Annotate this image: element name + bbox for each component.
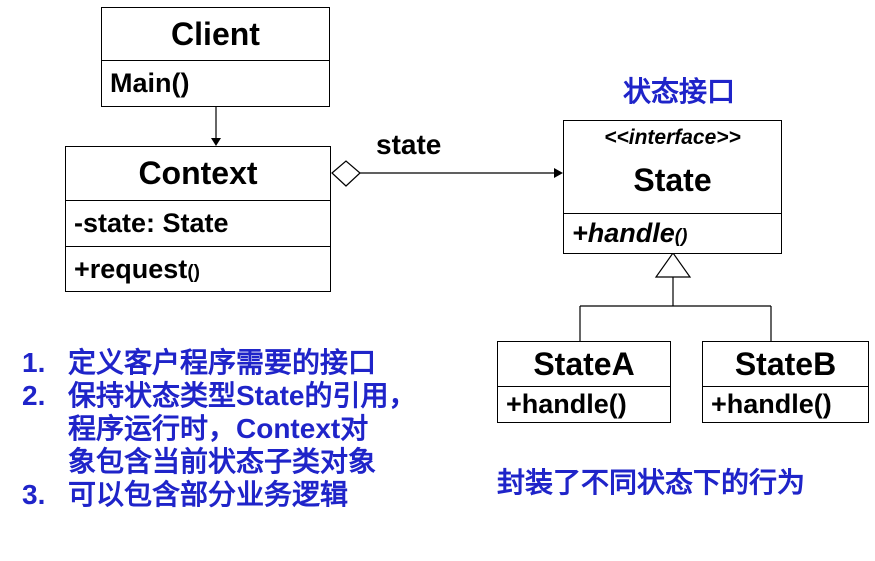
state-handle-name: +handle [572,218,675,248]
state-interface-name: State [633,162,712,198]
context-method: +request() [66,246,330,292]
state-b-method: +handle() [703,386,868,422]
client-class: Client Main() [101,7,330,107]
subclass-caption: 封装了不同状态下的行为 [497,467,806,498]
client-class-name: Client [171,16,260,52]
state-interface: <<interface>> State +handle() [563,120,782,254]
context-class: Context -state: State +request() [65,146,331,292]
note-2-text-line-2: 程序运行时，Context对 [68,413,369,444]
note-1-number: 1. [22,347,46,378]
note-1: 1. 定义客户程序需要的接口 [22,346,416,379]
association-label: state [376,129,442,160]
note-2-text-line-3: 象包含当前状态子类对象 [68,446,377,477]
state-a-name: StateA [533,346,635,382]
client-context-arrow [211,107,221,146]
state-a-class: StateA +handle() [497,341,671,423]
context-attribute: -state: State [66,200,330,246]
note-3-text: 可以包含部分业务逻辑 [68,479,349,510]
aggregation-diamond [331,160,361,187]
note-3-number: 3. [22,479,46,510]
inheritance-connector [579,251,772,341]
state-interface-caption: 状态接口 [623,76,736,107]
client-method: Main() [102,60,329,106]
notes-list: 1. 定义客户程序需要的接口 2. 保持状态类型State的引用， 程序运行时，Co… [22,346,416,511]
state-handle-method: +handle() [564,213,781,252]
context-method-name: +request [74,254,188,284]
context-class-name: Context [138,155,258,191]
note-2-number: 2. [22,380,46,411]
state-handle-parens: () [674,226,688,247]
note-3: 3. 可以包含部分业务逻辑 [22,478,416,511]
context-method-parens: () [187,262,200,283]
state-a-method: +handle() [498,386,670,422]
note-2-text-line-1: 保持状态类型State的引用， [68,380,417,411]
state-stereotype: <<interface>> [604,126,741,149]
aggregation-connector [331,160,563,187]
note-1-text: 定义客户程序需要的接口 [68,347,377,378]
inheritance-triangle [654,251,692,278]
note-2: 2. 保持状态类型State的引用， [22,379,416,412]
state-b-class: StateB +handle() [702,341,869,423]
state-b-name: StateB [734,346,837,382]
